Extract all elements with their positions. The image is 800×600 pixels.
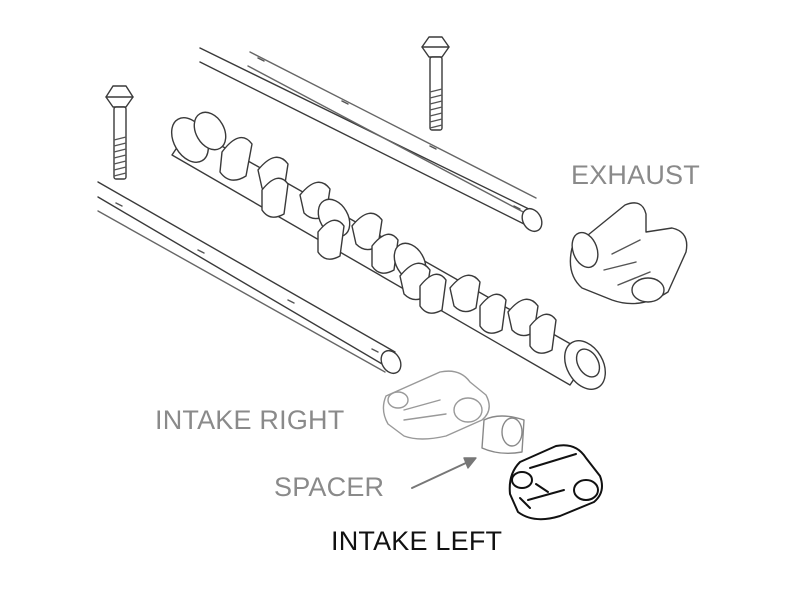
exhaust-rocker-shaft xyxy=(199,47,543,233)
spacer-arrow xyxy=(411,457,477,489)
label-intake-left: INTAKE LEFT xyxy=(331,526,503,556)
spacer-ring xyxy=(481,415,525,455)
label-exhaust: EXHAUST xyxy=(571,160,700,190)
label-intake-right: INTAKE RIGHT xyxy=(155,405,345,435)
intake-left-rocker-arm xyxy=(508,444,603,521)
exhaust-rocker-arm xyxy=(569,202,688,305)
label-spacer: SPACER xyxy=(274,472,385,502)
camshaft xyxy=(170,111,606,390)
intake-rocker-shaft xyxy=(97,181,402,375)
left-bolt xyxy=(105,85,134,180)
intake-right-rocker-arm xyxy=(382,370,490,440)
right-bolt xyxy=(421,36,450,131)
